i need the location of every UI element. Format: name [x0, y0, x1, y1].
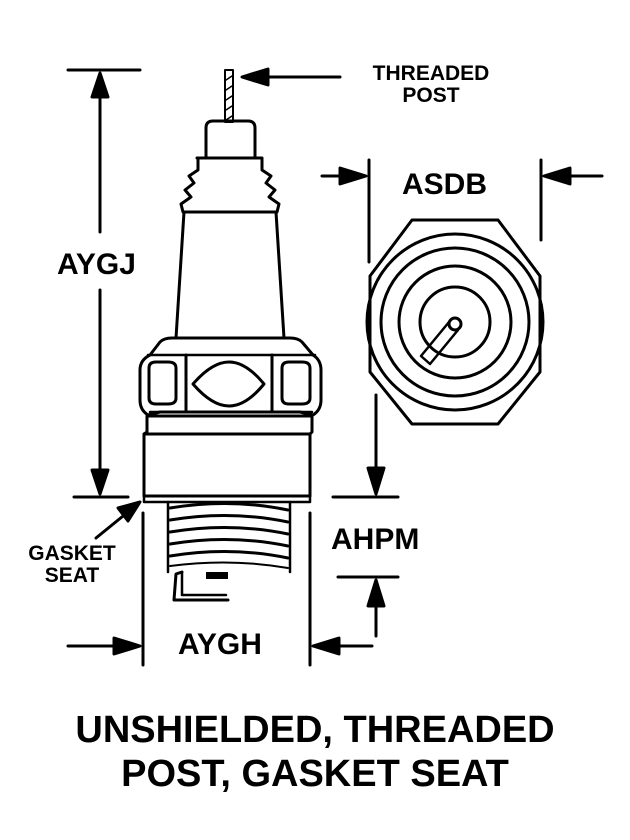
insulator-body — [174, 210, 286, 340]
diagram-title-line1: UNSHIELDED, THREADED — [75, 709, 555, 751]
gasket-seat-leader — [94, 500, 142, 540]
hex-nut — [138, 336, 323, 417]
threaded-post-arrow — [240, 67, 342, 87]
threaded-post — [224, 69, 234, 123]
aygh-dimension — [66, 511, 374, 667]
shell-body — [142, 414, 314, 498]
threaded-post-label: THREADED POST — [354, 63, 508, 107]
terminal-cap — [204, 119, 257, 160]
ahpm-dimension — [331, 393, 400, 638]
ground-electrode — [172, 570, 230, 602]
insulator-ribs — [179, 156, 281, 214]
threaded-post-label-line2: POST — [402, 84, 460, 107]
aygh-label: AYGH — [178, 628, 262, 661]
gasket-seat-label-line2: SEAT — [44, 564, 100, 587]
gasket-seat-label-line1: GASKET — [28, 542, 116, 565]
ahpm-label: AHPM — [331, 523, 420, 556]
asdb-dimension — [320, 158, 604, 264]
threaded-post-label-line1: THREADED — [372, 62, 490, 85]
gasket-seat — [142, 494, 312, 504]
asdb-label: ASDB — [402, 168, 488, 201]
aygj-dimension — [66, 68, 142, 499]
gasket-seat-label: GASKET SEAT — [18, 543, 126, 587]
aygj-label: AYGJ — [57, 248, 136, 281]
diagram-title-line2: POST, GASKET SEAT — [121, 753, 509, 795]
hex-end-view — [365, 218, 545, 426]
threads — [166, 500, 292, 574]
